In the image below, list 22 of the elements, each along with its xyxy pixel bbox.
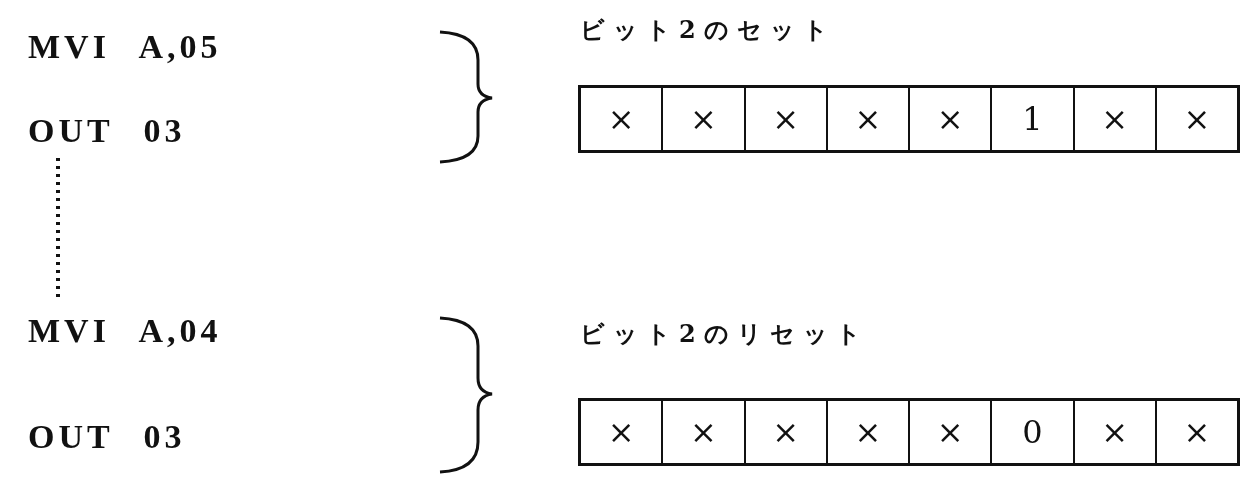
bit-cell: × <box>1072 401 1155 463</box>
code-line: MVI A,04 <box>28 312 222 350</box>
bit-cell: 0 <box>990 401 1073 463</box>
bit-cell: × <box>743 88 826 150</box>
bit-cell: × <box>825 401 908 463</box>
code-line: OUT 03 <box>28 112 186 150</box>
bit-cell: × <box>908 88 991 150</box>
bit-cell: × <box>825 88 908 150</box>
bit-cell-text: × <box>606 412 636 453</box>
bit-cell: × <box>1154 88 1237 150</box>
bit-cell: × <box>1072 88 1155 150</box>
bit-cell: × <box>743 401 826 463</box>
code-line: OUT 03 <box>28 418 186 456</box>
table-title: ビット2のリセット <box>580 318 869 350</box>
bit-cell: × <box>908 401 991 463</box>
table-title: ビット2のセット <box>580 14 836 46</box>
bit-cell-text: × <box>606 99 636 140</box>
code-line: MVI A,05 <box>28 28 222 66</box>
bit-cell: × <box>1154 401 1237 463</box>
bit-cell: 1 <box>990 88 1073 150</box>
bit-cell: × <box>661 88 744 150</box>
bit-cell: × <box>661 401 744 463</box>
